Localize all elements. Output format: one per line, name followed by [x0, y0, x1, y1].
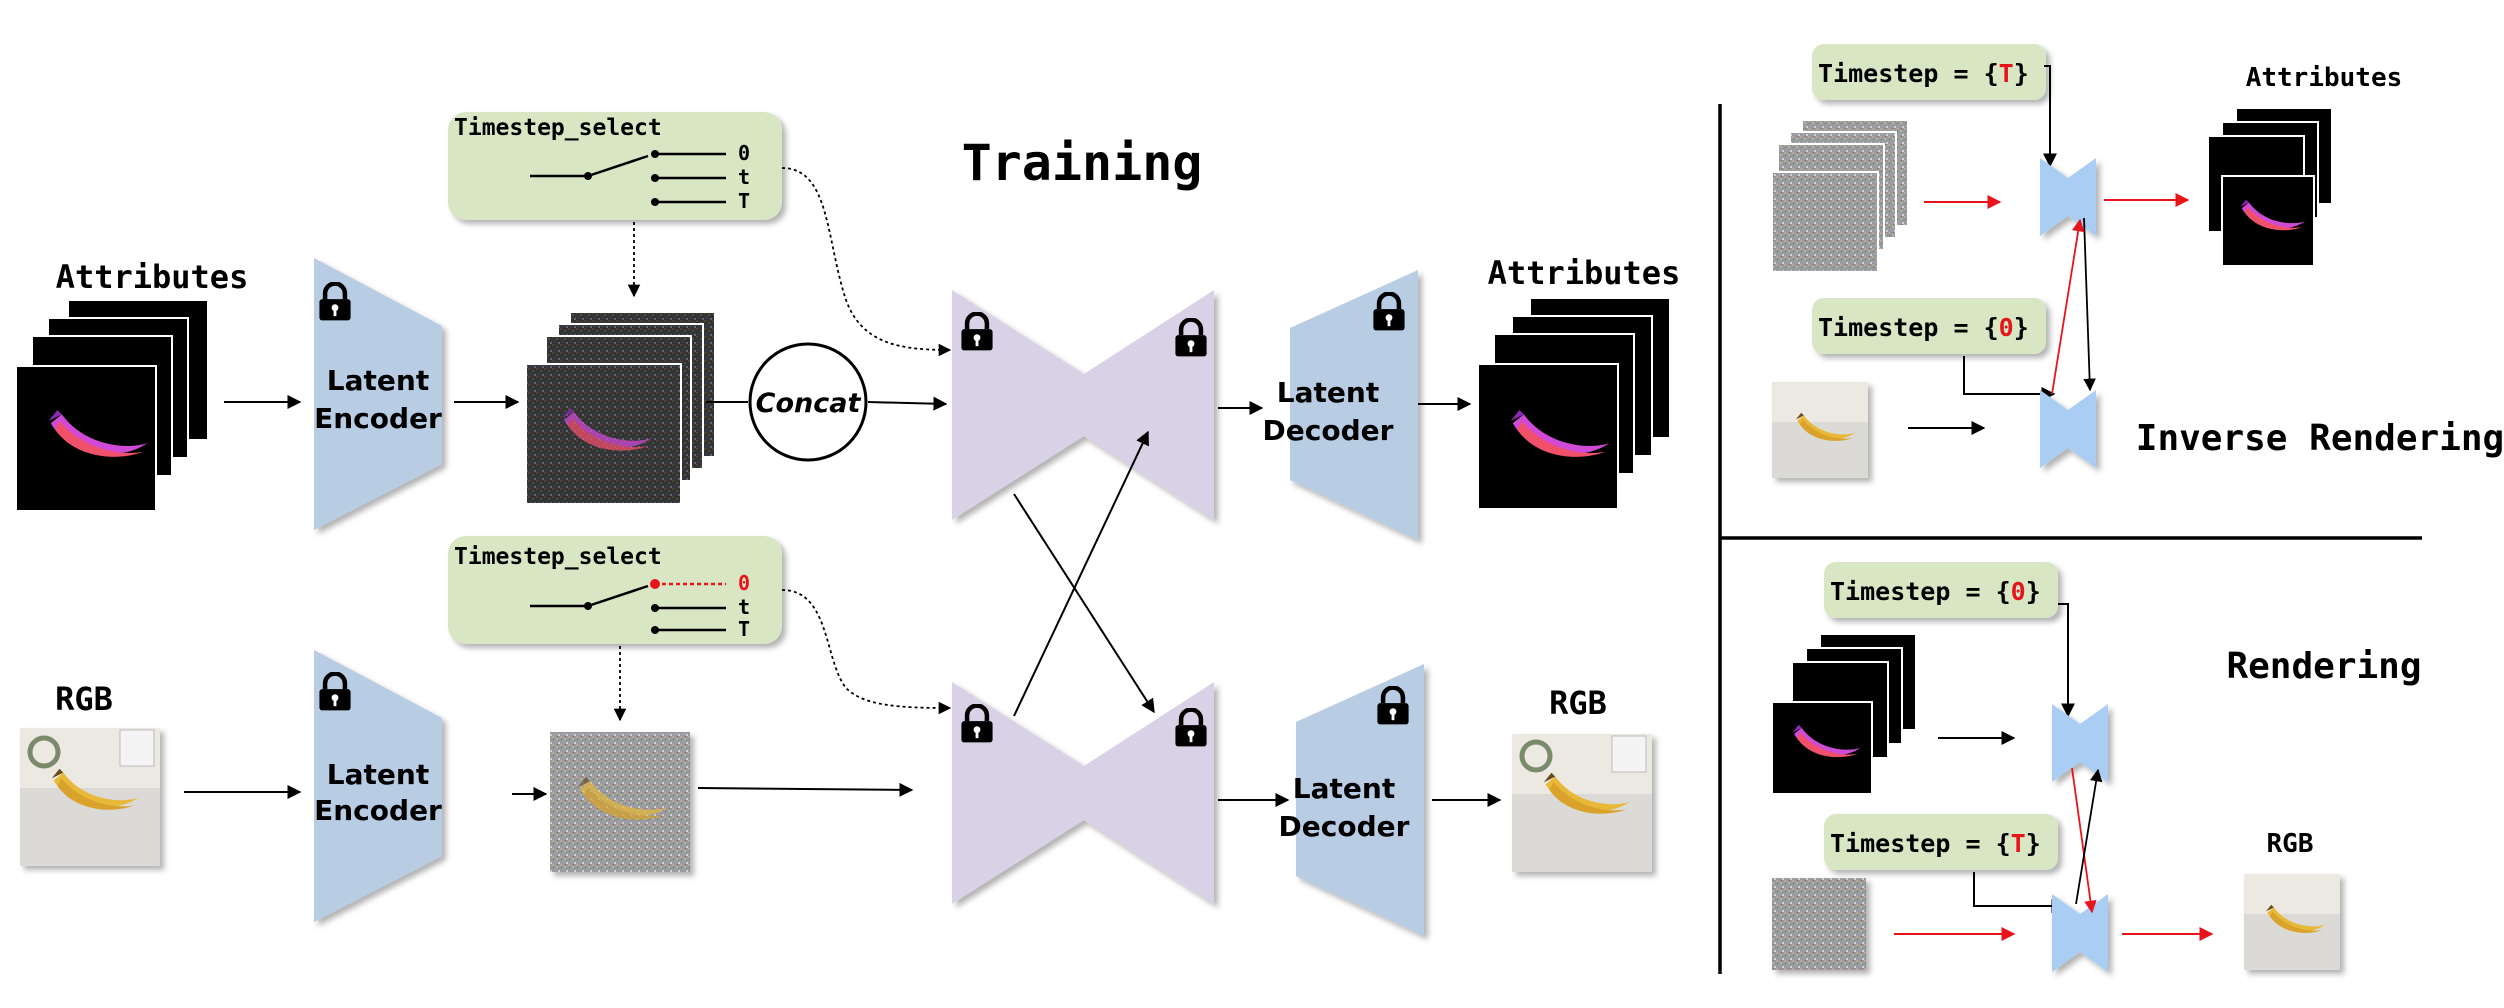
noise-stack-inverse [1771, 119, 1909, 273]
timestep-select-bottom: Timestep_select 0 t T [448, 536, 782, 644]
rgb-inverse [1772, 382, 1868, 478]
svg-text:Encoder: Encoder [314, 794, 442, 827]
unet-bottom [952, 682, 1214, 904]
concat-node: Concat [706, 342, 868, 462]
noisy-latent-bottom [550, 732, 690, 872]
attributes-inverse-label: Attributes [2246, 63, 2403, 93]
timestep-badge-inverse-top: Timestep = {T} [1812, 44, 2046, 100]
rgb-rendering-output [2244, 874, 2340, 970]
svg-text:Timestep = {T}: Timestep = {T} [1818, 59, 2029, 88]
attributes-output-stack: Attributes [1477, 254, 1681, 510]
rgb-output-label: RGB [1549, 684, 1607, 722]
svg-text:T: T [738, 189, 750, 213]
svg-text:Latent: Latent [1293, 772, 1395, 805]
rgb-input-label: RGB [55, 680, 113, 718]
attributes-input-stack: Attributes [15, 258, 249, 512]
latent-encoder-top: Latent Encoder [314, 258, 442, 530]
rendering-title: Rendering [2226, 646, 2421, 687]
svg-text:t: t [738, 595, 750, 619]
svg-text:Timestep_select: Timestep_select [454, 115, 662, 141]
svg-text:Latent: Latent [327, 364, 429, 397]
rgb-rendering-label: RGB [2267, 829, 2314, 859]
noisy-latent-stack-top [525, 311, 716, 505]
unet-rendering-bottom [2052, 894, 2108, 972]
unet-inverse-bottom [2040, 390, 2096, 468]
svg-text:T: T [738, 617, 750, 641]
timestep-badge-rendering-bottom: Timestep = {T} [1824, 814, 2058, 870]
svg-text:Timestep_select: Timestep_select [454, 544, 662, 570]
latent-decoder-bottom: Latent Decoder [1279, 664, 1424, 936]
attributes-input-label: Attributes [56, 258, 249, 296]
rgb-output: RGB [1512, 684, 1652, 872]
svg-text:Decoder: Decoder [1279, 810, 1410, 843]
timestep-badge-rendering-top: Timestep = {0} [1824, 562, 2058, 618]
unet-top [952, 290, 1214, 520]
rendering-panel: Rendering Timestep = {0} Timestep = {T} … [1771, 562, 2422, 972]
svg-text:Timestep = {T}: Timestep = {T} [1830, 829, 2041, 858]
svg-text:t: t [738, 165, 750, 189]
svg-text:Latent: Latent [327, 758, 429, 791]
svg-text:0: 0 [738, 571, 750, 595]
noise-image-rendering [1772, 878, 1866, 970]
timestep-select-top: Timestep_select 0 t T [448, 112, 782, 220]
rgb-input: RGB [20, 680, 160, 866]
svg-text:Training: Training [962, 134, 1203, 192]
attributes-stack-inverse [2207, 107, 2333, 267]
attributes-stack-rendering [1771, 633, 1917, 795]
svg-text:Timestep = {0}: Timestep = {0} [1830, 577, 2041, 606]
latent-decoder-top: Latent Decoder [1263, 270, 1418, 540]
svg-text:Timestep = {0}: Timestep = {0} [1818, 313, 2029, 342]
attributes-output-label: Attributes [1488, 254, 1681, 292]
inverse-rendering-panel: Inverse Rendering Timestep = {T} Attribu… [1771, 44, 2504, 478]
training-title: Training [962, 134, 1203, 192]
svg-text:Encoder: Encoder [314, 402, 442, 435]
svg-text:Concat: Concat [756, 388, 862, 419]
timestep-badge-inverse-bottom: Timestep = {0} [1812, 298, 2046, 354]
unet-inverse-top [2040, 158, 2096, 236]
unet-rendering-top [2052, 704, 2108, 782]
inverse-rendering-title: Inverse Rendering [2136, 418, 2504, 459]
svg-text:Decoder: Decoder [1263, 414, 1394, 447]
latent-encoder-bottom: Latent Encoder [314, 650, 442, 922]
svg-text:Latent: Latent [1277, 376, 1379, 409]
svg-text:0: 0 [738, 141, 750, 165]
